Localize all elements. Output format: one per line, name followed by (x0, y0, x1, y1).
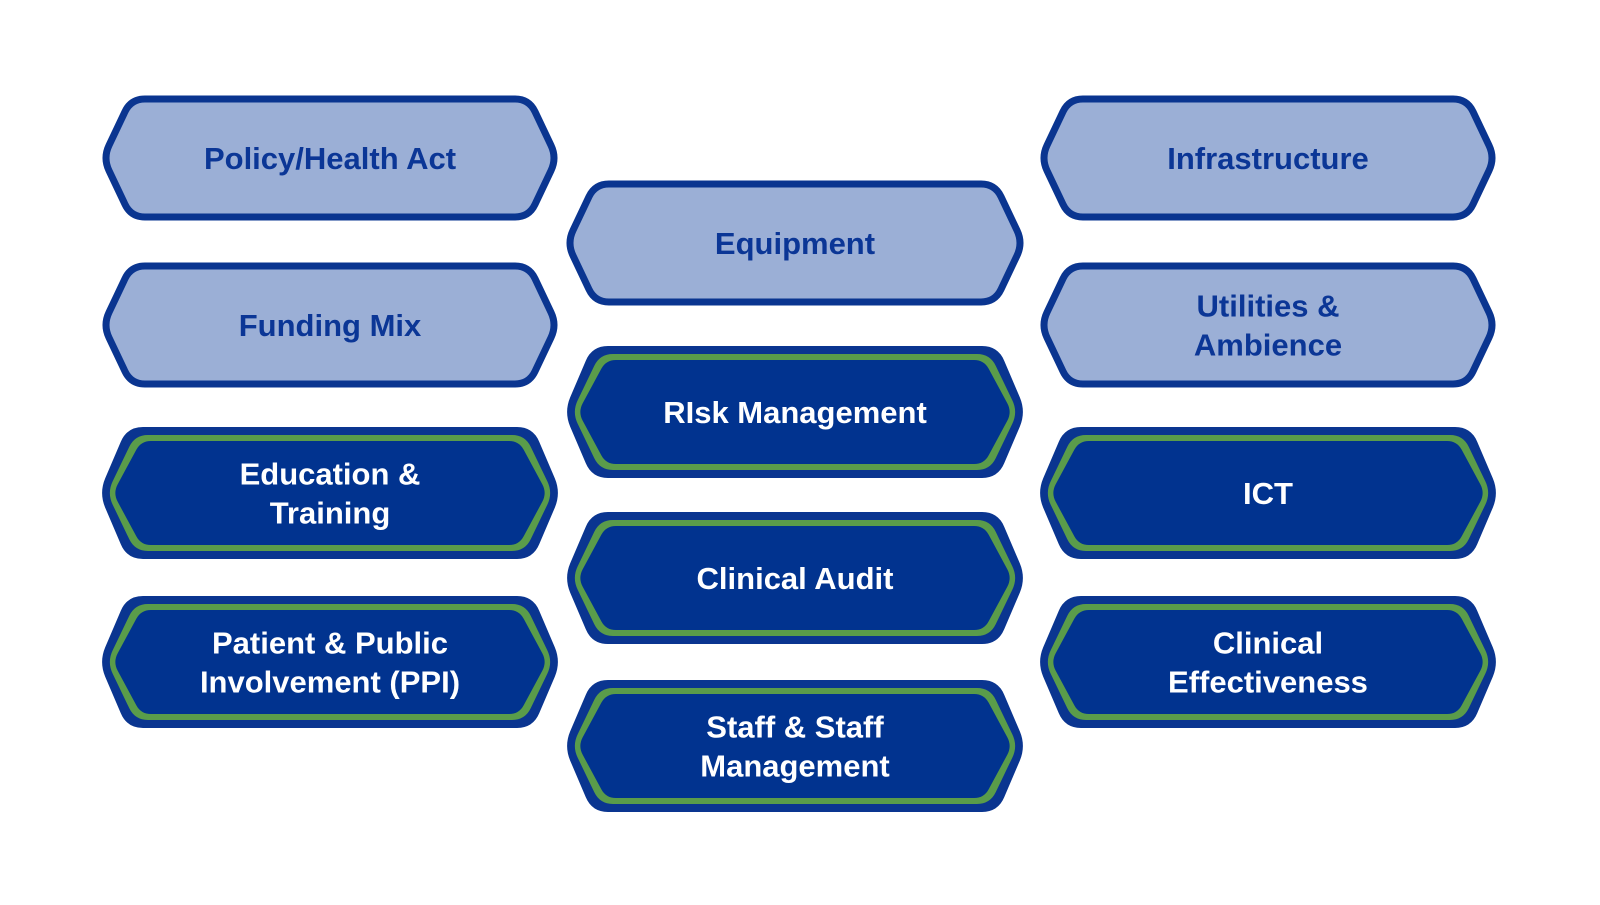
hexagon-label: Training (270, 496, 391, 531)
hexagon-fill (1040, 95, 1496, 221)
hexagon-label: Patient & Public (212, 626, 448, 661)
hexagon-label: Equipment (715, 226, 875, 261)
hexagon-fill (1053, 441, 1483, 545)
hexagon-label: Education & (240, 457, 421, 492)
hexagon-utilities-ambience: Utilities & Ambience (1040, 262, 1496, 388)
hexagon-fill (1053, 610, 1483, 714)
hexagon-risk-management: RIsk Management (567, 346, 1023, 478)
hexagon-fill (102, 262, 558, 388)
hexagon-label: Effectiveness (1168, 665, 1368, 700)
hexagon-label: Funding Mix (239, 308, 422, 343)
hexagon-fill (115, 610, 545, 714)
hexagon-label: Clinical Audit (697, 561, 894, 596)
hexagon-education-training: Education & Training (102, 427, 558, 559)
hexagon-label: Ambience (1194, 328, 1342, 363)
hexagon-fill (102, 95, 558, 221)
hexagon-fill (580, 694, 1010, 798)
hexagon-label: Management (700, 749, 889, 784)
hexagon-fill (566, 180, 1024, 306)
hexagon-label: Clinical (1213, 626, 1323, 661)
hexagon-fill (580, 360, 1010, 464)
hexagon-label: Policy/Health Act (204, 141, 456, 176)
hexagon-fill (1040, 262, 1496, 388)
hexagon-label: Infrastructure (1167, 141, 1369, 176)
hexagon-label: ICT (1243, 476, 1293, 511)
hexagon-clinical-audit: Clinical Audit (567, 512, 1023, 644)
hexagon-funding-mix: Funding Mix (102, 262, 558, 388)
hexagon-fill (580, 526, 1010, 630)
hexagon-policy-health-act: Policy/Health Act (102, 95, 558, 221)
hexagon-ict: ICT (1040, 427, 1496, 559)
hexagon-label: Utilities & (1197, 289, 1340, 324)
hexagon-label: RIsk Management (663, 395, 927, 430)
hexagon-label: Involvement (PPI) (200, 665, 460, 700)
hexagon-infrastructure: Infrastructure (1040, 95, 1496, 221)
hexagon-equipment: Equipment (566, 180, 1024, 306)
hexagon-fill (115, 441, 545, 545)
hexagon-label: Staff & Staff (706, 710, 884, 745)
